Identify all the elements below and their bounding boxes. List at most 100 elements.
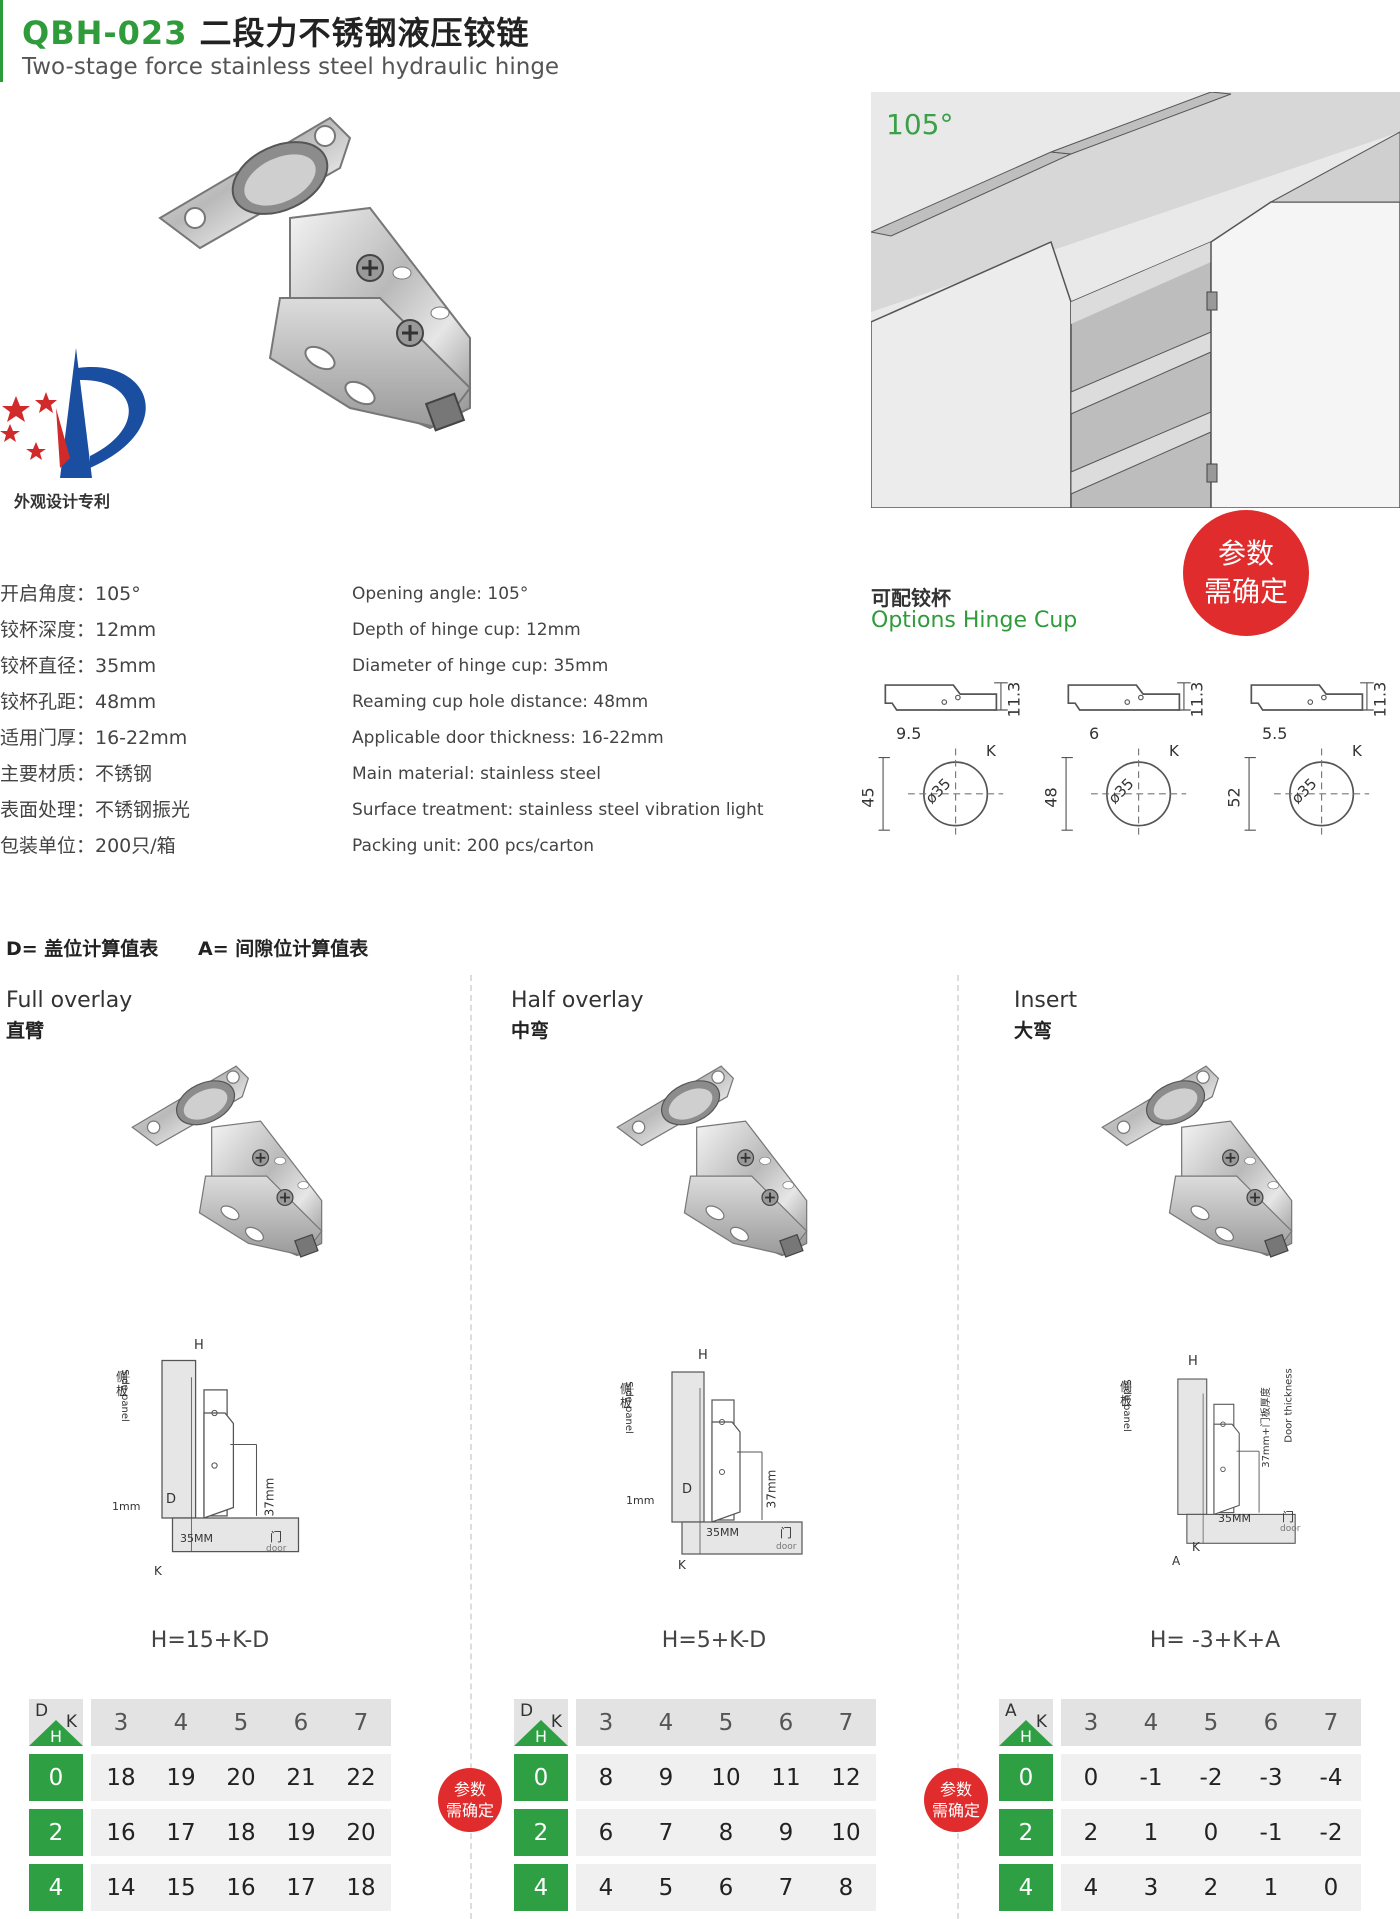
corner-a: A xyxy=(1005,1701,1017,1721)
table-cell: 9 xyxy=(756,1809,816,1856)
table-row: 0 8 9 10 11 12 xyxy=(514,1754,876,1801)
table-cell: 20 xyxy=(211,1754,271,1801)
table-row-header: 0 xyxy=(29,1754,83,1801)
dim-37mm: 37mm xyxy=(262,1477,277,1517)
full-overlay-formula: H=15+K-D xyxy=(150,1628,270,1653)
dim-35mm: 35MM xyxy=(1218,1512,1251,1525)
cup-height: 45 xyxy=(858,787,878,808)
table-cell: 7 xyxy=(636,1809,696,1856)
table-cell: 9 xyxy=(636,1754,696,1801)
table-cell: 22 xyxy=(331,1754,391,1801)
door-cn: 门 xyxy=(780,1526,793,1540)
table-header-cell: 5 xyxy=(696,1699,756,1746)
table-row: 0 18 19 20 21 22 xyxy=(29,1754,391,1801)
door-thickness-cn: 37mm+门板厚度 xyxy=(1260,1387,1272,1468)
spec-cn-item: 铰杯孔距：48mm xyxy=(0,691,157,713)
table-row: 2 2 1 0 -1 -2 xyxy=(999,1809,1361,1856)
table-row: 4 4 5 6 7 8 xyxy=(514,1864,876,1911)
table-header-cell: 5 xyxy=(1181,1699,1241,1746)
specs-en: Opening angle: 105° Depth of hinge cup: … xyxy=(352,576,764,864)
dim-h: H xyxy=(1188,1354,1198,1369)
dim-35mm: 35MM xyxy=(180,1532,213,1545)
table-header-cell: 3 xyxy=(91,1699,151,1746)
side-panel-en: Side panel xyxy=(118,1369,130,1422)
full-overlay-title: Full overlay xyxy=(6,988,133,1013)
side-panel-cn: 侧板 xyxy=(1120,1380,1133,1408)
table-header-cell: 4 xyxy=(1121,1699,1181,1746)
spec-en-item: Applicable door thickness: 16-22mm xyxy=(352,728,664,748)
table-cell: 10 xyxy=(696,1754,756,1801)
cup-offset: 5.5 xyxy=(1262,724,1288,743)
table-cell: -1 xyxy=(1121,1754,1181,1801)
spec-en-item: Surface treatment: stainless steel vibra… xyxy=(352,800,764,820)
table-cell: -3 xyxy=(1241,1754,1301,1801)
spec-cn-item: 铰杯直径：35mm xyxy=(0,655,157,677)
table-cell: 18 xyxy=(331,1864,391,1911)
spec-en-item: Reaming cup hole distance: 48mm xyxy=(352,692,649,712)
half-overlay-title: Half overlay xyxy=(511,988,644,1013)
corner-h: H xyxy=(535,1727,548,1746)
params-badge-small: 参数 需确定 xyxy=(438,1768,502,1832)
cup-drawing xyxy=(877,681,1009,841)
half-overlay-formula: H=5+K-D xyxy=(661,1628,767,1653)
hinge-cup-option-2: 6 48 11.3 ø35 K xyxy=(1041,676,1207,846)
table-cell: 15 xyxy=(151,1864,211,1911)
cup-k: K xyxy=(1169,742,1179,760)
table-cell: 18 xyxy=(211,1809,271,1856)
spec-en-item: Packing unit: 200 pcs/carton xyxy=(352,836,595,856)
cup-options-title-en: Options Hinge Cup xyxy=(871,608,1078,633)
cup-offset: 6 xyxy=(1089,724,1100,743)
spec-cn-item: 表面处理：不锈钢振光 xyxy=(0,799,191,821)
table-cell: 6 xyxy=(696,1864,756,1911)
spec-cn-item: 铰杯深度：12mm xyxy=(0,619,157,641)
table-cell: 3 xyxy=(1121,1864,1181,1911)
table-cell: 2 xyxy=(1181,1864,1241,1911)
side-panel-cn: 侧板 xyxy=(620,1382,633,1410)
table-cell: 14 xyxy=(91,1864,151,1911)
table-header-cell: 4 xyxy=(636,1699,696,1746)
corner-d: D xyxy=(520,1701,534,1721)
dim-k: K xyxy=(678,1558,686,1572)
table-header-cell: 7 xyxy=(1301,1699,1361,1746)
dim-k: K xyxy=(154,1564,162,1578)
hinge-cup-option-3: 5.5 52 11.3 ø35 K xyxy=(1224,676,1389,846)
door-en: door xyxy=(776,1542,797,1552)
page-subtitle: Two-stage force stainless steel hydrauli… xyxy=(22,54,560,80)
table-cell: 1 xyxy=(1121,1809,1181,1856)
cup-height: 48 xyxy=(1041,787,1061,808)
table-row-header: 4 xyxy=(999,1864,1053,1911)
badge-line1: 参数 xyxy=(939,1780,972,1799)
table-cell: 11 xyxy=(756,1754,816,1801)
cup-depth: 11.3 xyxy=(1187,681,1207,718)
cup-drawing xyxy=(1243,681,1375,841)
full-overlay-diagram: 侧板 Side panel H D 1mm 35MM 37mm 门 door K xyxy=(110,1338,330,1590)
table-row-header: 2 xyxy=(999,1809,1053,1856)
cabinet-illustration xyxy=(871,92,1400,508)
column-divider xyxy=(470,975,472,1919)
table-row: 0 0 -1 -2 -3 -4 xyxy=(999,1754,1361,1801)
table-row: 4 14 15 16 17 18 xyxy=(29,1864,391,1911)
door-en: door xyxy=(266,1544,287,1554)
cup-depth: 11.3 xyxy=(1004,681,1024,718)
insert-title-cn: 大弯 xyxy=(1014,1020,1053,1042)
badge-line2: 需确定 xyxy=(445,1801,494,1820)
cup-options-title-cn: 可配铰杯 xyxy=(871,586,951,610)
table-row-header: 2 xyxy=(514,1809,568,1856)
corner-k: K xyxy=(65,1712,77,1732)
corner-k: K xyxy=(550,1712,562,1732)
corner-k: K xyxy=(1035,1712,1047,1732)
table-cell: 4 xyxy=(1061,1864,1121,1911)
table-cell: -1 xyxy=(1241,1809,1301,1856)
table-cell: 18 xyxy=(91,1754,151,1801)
table-cell: 8 xyxy=(696,1809,756,1856)
patent-label: 外观设计专利 xyxy=(14,492,111,511)
cup-height: 52 xyxy=(1224,787,1244,808)
opening-angle-label: 105° xyxy=(886,108,954,141)
half-overlay-title-cn: 中弯 xyxy=(511,1020,550,1042)
